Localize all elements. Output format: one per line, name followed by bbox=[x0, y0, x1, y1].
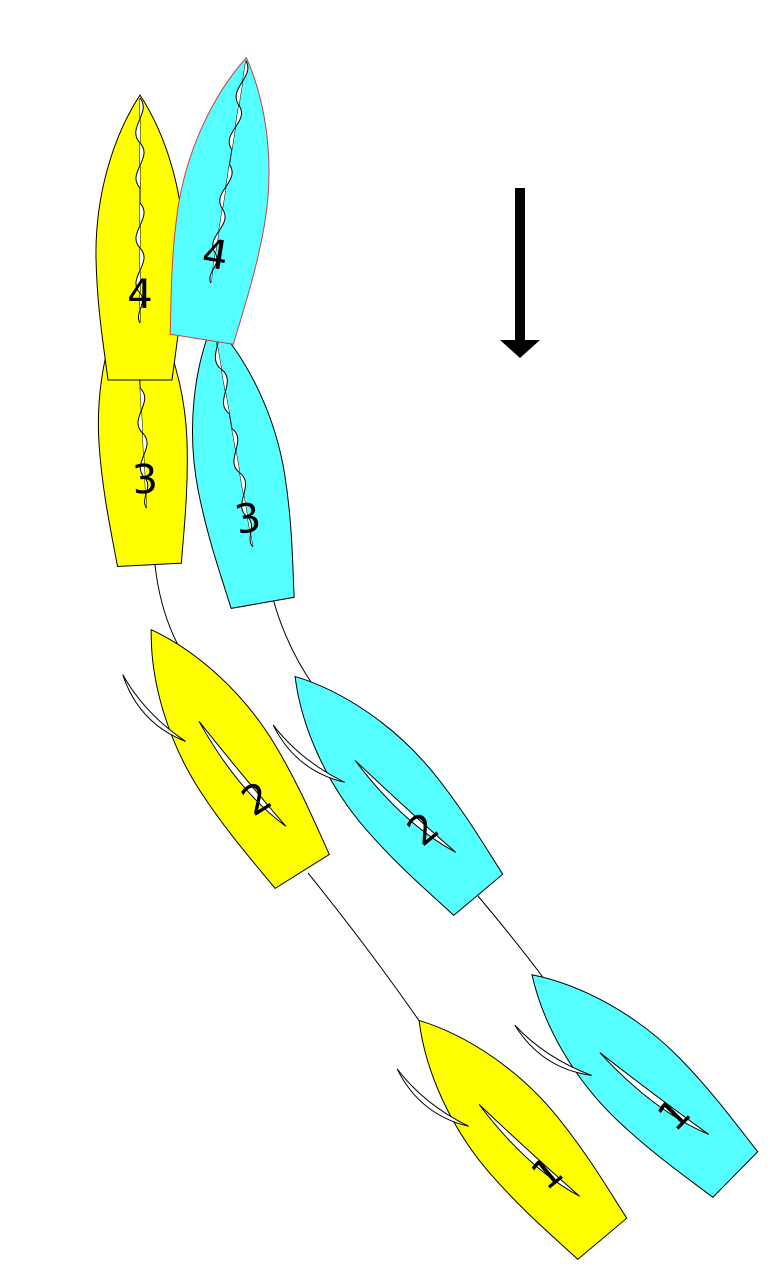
boat-tracks bbox=[154, 564, 546, 1023]
jib-sail bbox=[514, 1024, 592, 1076]
boat-yellow-1: 1 bbox=[396, 1019, 628, 1261]
boat-number: 4 bbox=[127, 272, 152, 318]
luffing-sail bbox=[135, 97, 145, 324]
boat-cyan-1: 1 bbox=[514, 974, 759, 1199]
track-cyan-2-1 bbox=[477, 895, 546, 981]
track-yellow-2-1 bbox=[307, 872, 421, 1023]
boat-yellow-4: 4 bbox=[95, 94, 185, 381]
track-yellow-3-2 bbox=[154, 564, 179, 646]
track-cyan-3-2 bbox=[271, 594, 316, 689]
mast bbox=[213, 325, 254, 547]
main-sail bbox=[354, 760, 457, 853]
jib-sail bbox=[272, 724, 345, 783]
hull bbox=[531, 974, 759, 1199]
hull bbox=[294, 675, 504, 917]
hull bbox=[192, 321, 295, 609]
main-sail bbox=[599, 1052, 710, 1135]
luffing-sail bbox=[209, 60, 249, 284]
boat-cyan-4: 4 bbox=[169, 56, 270, 345]
boat-cyan-2: 2 bbox=[272, 675, 504, 917]
boat-cyan-3: 3 bbox=[192, 321, 295, 609]
wind-arrow-icon bbox=[500, 188, 540, 358]
jib-sail bbox=[122, 674, 186, 742]
main-sail bbox=[478, 1104, 581, 1197]
boat-number: 3 bbox=[131, 456, 159, 503]
hull bbox=[150, 628, 331, 890]
main-sail bbox=[198, 721, 287, 827]
jib-sail bbox=[396, 1068, 469, 1127]
hull bbox=[418, 1019, 628, 1261]
mast bbox=[210, 60, 247, 284]
boat-yellow-2: 2 bbox=[122, 628, 331, 890]
